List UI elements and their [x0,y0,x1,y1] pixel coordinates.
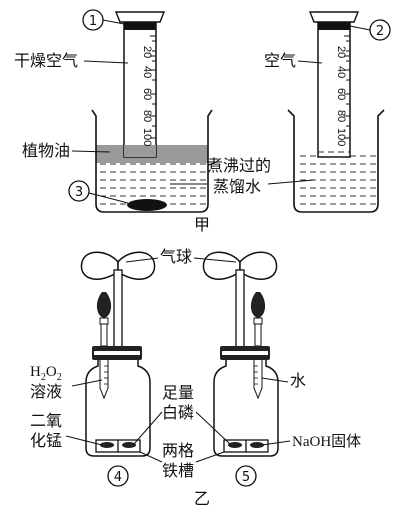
balloon-left [80,251,119,280]
label-balloon: 气球 [160,247,192,266]
label-trough-1: 两格 [162,441,194,460]
dropper-bulb-left [96,292,112,318]
iron-wool-2 [318,22,350,30]
part-b-labels: 气球 H2O2 溶液 二氧 化锰 足量 白磷 两格 铁槽 水 NaOH固体 4 … [30,247,361,508]
white-phosphorus-left [122,442,136,448]
mno2-solid [100,442,114,448]
glass-tube-right [235,269,245,357]
caption-part-b: 乙 [194,489,210,508]
iron-nail-3 [127,199,167,211]
dropper-bulb-right [250,292,266,318]
beaker-left [91,109,213,213]
white-phosphorus-right [228,442,242,448]
label-water: 水 [290,371,306,390]
boiled-water-right [298,152,378,210]
cylinder-right [317,21,351,158]
marker-1: 1 [89,14,97,29]
tick-label: 100 [141,128,153,146]
marker-circle-5 [235,465,257,487]
iron-wool-1 [124,22,156,30]
label-air: 空气 [264,51,296,70]
tick-label: 80 [335,110,347,122]
apparatus-1: 20 40 60 80 100 [91,11,213,213]
tick-label: 60 [141,88,153,100]
label-mno2-2: 化锰 [30,431,62,450]
tick-label: 100 [335,128,347,146]
label-boiled-water-2: 蒸馏水 [213,177,261,196]
balloon-right [202,251,241,280]
label-dry-air: 干燥空气 [14,51,78,70]
label-white-p-2: 白磷 [162,403,194,422]
tick-label: 60 [335,88,347,100]
tick-label: 20 [335,46,347,58]
tick-label: 40 [141,66,153,78]
tick-label: 40 [335,66,347,78]
glass-tube-left [113,269,123,357]
marker-2: 2 [376,24,384,39]
label-vegetable-oil: 植物油 [22,141,70,160]
label-h2o2: H2O2 [30,364,62,383]
label-boiled-water-1: 煮沸过的 [207,156,271,175]
label-solution: 溶液 [30,382,62,401]
marker-3: 3 [75,185,83,200]
caption-part-a: 甲 [194,215,210,234]
marker-circle-3 [68,180,90,202]
marker-5: 5 [242,470,250,485]
apparatus-2: 20 40 60 80 100 [287,11,385,213]
label-trough-2: 铁槽 [162,461,194,480]
label-mno2-1: 二氧 [30,411,62,430]
label-white-p-1: 足量 [162,383,194,402]
marker-4: 4 [114,470,122,485]
apparatus-4 [80,251,156,457]
label-naoh: NaOH固体 [292,433,361,450]
naoh-solid [250,442,264,448]
tick-label: 20 [141,46,153,58]
beaker-right [287,109,385,213]
tick-label: 80 [141,110,153,122]
apparatus-5 [202,251,279,457]
marker-circle-4 [107,465,129,487]
part-a-labels: 1 2 3 干燥空气 空气 植物油 煮沸过的 蒸馏水 甲 [14,9,391,234]
